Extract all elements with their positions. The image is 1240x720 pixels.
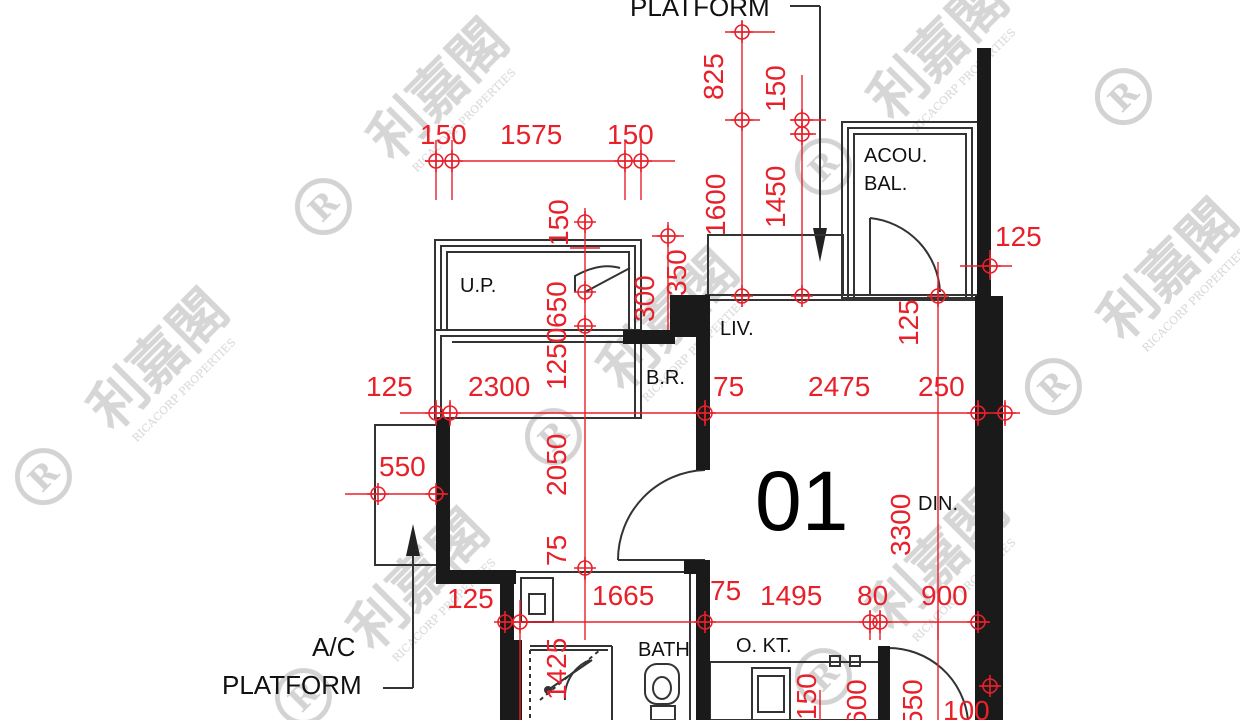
- dim-label: 250: [918, 371, 965, 402]
- dim-label: 125: [447, 583, 494, 614]
- dim-label: 550: [379, 451, 426, 482]
- unit-number: 01: [755, 454, 848, 548]
- dim-label: 150: [543, 199, 574, 246]
- dim-label: 150: [791, 673, 822, 720]
- dim-label: 2050: [541, 434, 572, 496]
- dim-label: 825: [698, 53, 729, 100]
- dim-label: 2475: [808, 371, 870, 402]
- dimension-labels: 150 1575 150 825 150 1600 1450 150 350 3…: [366, 53, 1042, 720]
- dim-label: 3300: [885, 494, 916, 556]
- dim-label: 150: [607, 119, 654, 150]
- dim-label: 1450: [760, 166, 791, 228]
- dim-label: 600: [841, 679, 872, 720]
- dim-label: 1600: [700, 174, 731, 236]
- platform-label-bottom: A/C: [312, 632, 355, 662]
- walls: [436, 48, 1003, 720]
- dim-label: 75: [713, 371, 744, 402]
- dim-label: 125: [366, 371, 413, 402]
- dim-label: 1250: [541, 328, 572, 390]
- dim-label: 350: [661, 249, 692, 296]
- dim-label: 1665: [592, 580, 654, 611]
- dim-label: 150: [420, 119, 467, 150]
- dim-label: 900: [921, 580, 968, 611]
- dim-label: 1495: [760, 580, 822, 611]
- dim-label: 300: [629, 275, 660, 322]
- dim-label: 150: [760, 65, 791, 112]
- dim-label: 100: [943, 695, 990, 720]
- living-label: LIV.: [720, 318, 754, 340]
- dimension-markers: [367, 21, 1016, 697]
- dim-label: 125: [893, 299, 924, 346]
- watermark: [1087, 60, 1161, 134]
- platform-label-top: PLATFORM: [630, 0, 770, 22]
- dim-label: 1425: [541, 638, 572, 700]
- bath-label: BATH: [638, 639, 690, 661]
- plan-linework: [374, 5, 985, 720]
- dim-label: 125: [995, 221, 1042, 252]
- watermark: 利嘉閣 RICACORP PROPERTIES: [1, 277, 241, 527]
- dim-label: 75: [710, 575, 741, 606]
- dim-label: 75: [541, 535, 572, 566]
- dim-label: 2300: [468, 371, 530, 402]
- room-labels: PLATFORM ACOU. BAL. U.P. LIV. B.R. 01 DI…: [222, 0, 958, 700]
- bedroom-label: B.R.: [646, 367, 685, 389]
- watermark: 利嘉閣 RICACORP PROPERTIES: [1011, 187, 1240, 437]
- kitchen-label: O. KT.: [736, 635, 792, 657]
- watermark: 利嘉閣 RICACORP PROPERTIES: [281, 7, 521, 257]
- utility-label: U.P.: [460, 275, 496, 297]
- platform-label-bottom: PLATFORM: [222, 670, 362, 700]
- dim-label: 650: [541, 281, 572, 328]
- dining-label: DIN.: [918, 493, 958, 515]
- dim-label: 1575: [500, 119, 562, 150]
- dim-label: 80: [857, 580, 888, 611]
- dim-label: 550: [897, 679, 928, 720]
- balcony-label: ACOU.: [864, 145, 927, 167]
- balcony-label: BAL.: [864, 173, 907, 195]
